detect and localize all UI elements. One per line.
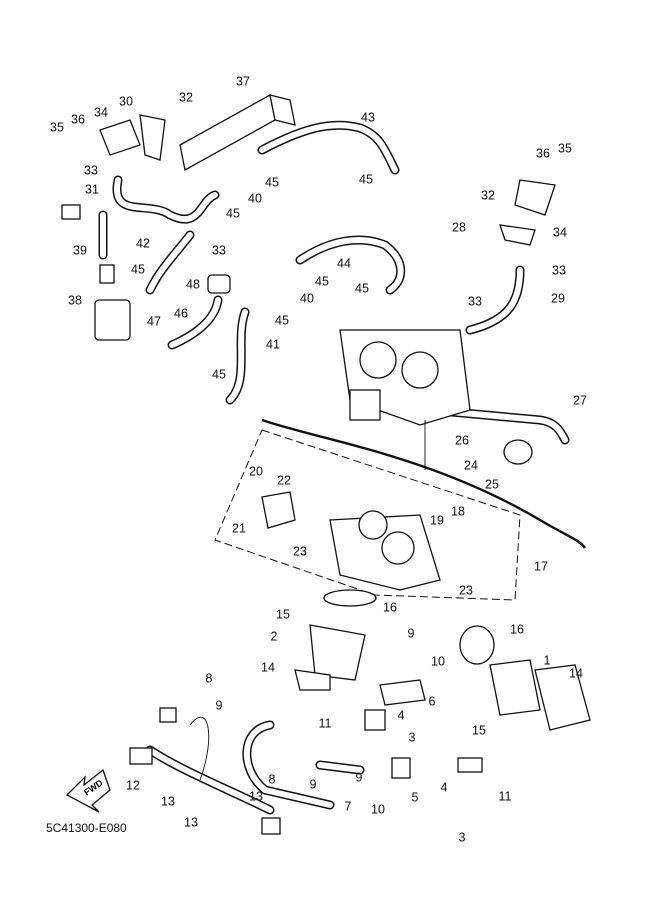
callout-45: 45 xyxy=(226,206,240,220)
callout-20: 20 xyxy=(249,464,263,478)
callout-12: 12 xyxy=(126,778,140,792)
callout-26: 26 xyxy=(455,433,469,447)
callout-13: 13 xyxy=(184,815,198,829)
callout-22: 22 xyxy=(277,473,291,487)
callout-45: 45 xyxy=(355,281,369,295)
callout-23: 23 xyxy=(293,544,307,558)
callout-15: 15 xyxy=(472,723,486,737)
fwd-arrow-icon: FWD xyxy=(65,768,111,813)
callout-45: 45 xyxy=(131,262,145,276)
callout-18: 18 xyxy=(451,504,465,518)
separator-line xyxy=(261,418,587,549)
callout-23: 23 xyxy=(459,583,473,597)
callout-36: 36 xyxy=(536,146,550,160)
callout-29: 29 xyxy=(551,291,565,305)
part-37-rail xyxy=(179,93,296,172)
callout-9: 9 xyxy=(356,770,363,784)
callout-5: 5 xyxy=(412,790,419,804)
callout-45: 45 xyxy=(212,367,226,381)
callout-1: 1 xyxy=(544,653,551,667)
callout-3: 3 xyxy=(409,730,416,744)
callout-25: 25 xyxy=(485,477,499,491)
callout-37: 37 xyxy=(236,74,250,88)
callout-33: 33 xyxy=(84,163,98,177)
throttle-body-assembly xyxy=(339,329,471,426)
callout-44: 44 xyxy=(337,256,351,270)
callout-45: 45 xyxy=(359,172,373,186)
callout-13: 13 xyxy=(249,789,263,803)
brackets xyxy=(61,114,556,465)
callout-34: 34 xyxy=(94,105,108,119)
callout-10: 10 xyxy=(431,654,445,668)
callout-48: 48 xyxy=(186,277,200,291)
callout-24: 24 xyxy=(464,458,478,472)
callout-16: 16 xyxy=(510,622,524,636)
callout-14: 14 xyxy=(261,660,275,674)
hoses xyxy=(98,120,570,445)
callout-39: 39 xyxy=(73,243,87,257)
callout-40: 40 xyxy=(248,191,262,205)
callout-38: 38 xyxy=(68,293,82,307)
callout-33: 33 xyxy=(212,243,226,257)
callout-35: 35 xyxy=(558,141,572,155)
callout-43: 43 xyxy=(361,110,375,124)
callout-3: 3 xyxy=(459,830,466,844)
callout-46: 46 xyxy=(174,306,188,320)
callout-8: 8 xyxy=(269,772,276,786)
throttle-body xyxy=(261,491,495,665)
callout-7: 7 xyxy=(345,799,352,813)
callout-4: 4 xyxy=(441,780,448,794)
callout-9: 9 xyxy=(216,698,223,712)
callout-17: 17 xyxy=(534,559,548,573)
callout-14: 14 xyxy=(569,666,583,680)
callout-45: 45 xyxy=(265,175,279,189)
joints xyxy=(294,624,591,779)
callout-47: 47 xyxy=(147,314,161,328)
callout-10: 10 xyxy=(371,802,385,816)
callout-33: 33 xyxy=(468,294,482,308)
callout-9: 9 xyxy=(408,626,415,640)
callout-45: 45 xyxy=(275,313,289,327)
callout-6: 6 xyxy=(429,694,436,708)
callout-45: 45 xyxy=(315,274,329,288)
callout-11: 11 xyxy=(319,716,332,730)
callout-30: 30 xyxy=(119,94,133,108)
callout-19: 19 xyxy=(430,513,444,527)
callout-28: 28 xyxy=(452,220,466,234)
callout-27: 27 xyxy=(573,393,587,407)
callout-11: 11 xyxy=(499,789,512,803)
callout-40: 40 xyxy=(300,291,314,305)
callout-21: 21 xyxy=(232,521,246,535)
callout-9: 9 xyxy=(310,777,317,791)
callout-34: 34 xyxy=(553,225,567,239)
wire-harness xyxy=(129,707,365,835)
callout-13: 13 xyxy=(161,794,175,808)
callout-2: 2 xyxy=(271,629,278,643)
callout-8: 8 xyxy=(206,671,213,685)
callout-35: 35 xyxy=(50,120,64,134)
callout-42: 42 xyxy=(136,236,150,250)
callout-16: 16 xyxy=(383,600,397,614)
callout-33: 33 xyxy=(552,263,566,277)
callout-32: 32 xyxy=(481,188,495,202)
throttle-group-box xyxy=(214,429,521,601)
callout-4: 4 xyxy=(398,708,405,722)
callout-32: 32 xyxy=(179,90,193,104)
diagram-code: 5C41300-E080 xyxy=(46,821,127,835)
callout-36: 36 xyxy=(71,112,85,126)
callout-15: 15 xyxy=(276,607,290,621)
callout-31: 31 xyxy=(85,182,99,196)
callout-41: 41 xyxy=(266,337,280,351)
